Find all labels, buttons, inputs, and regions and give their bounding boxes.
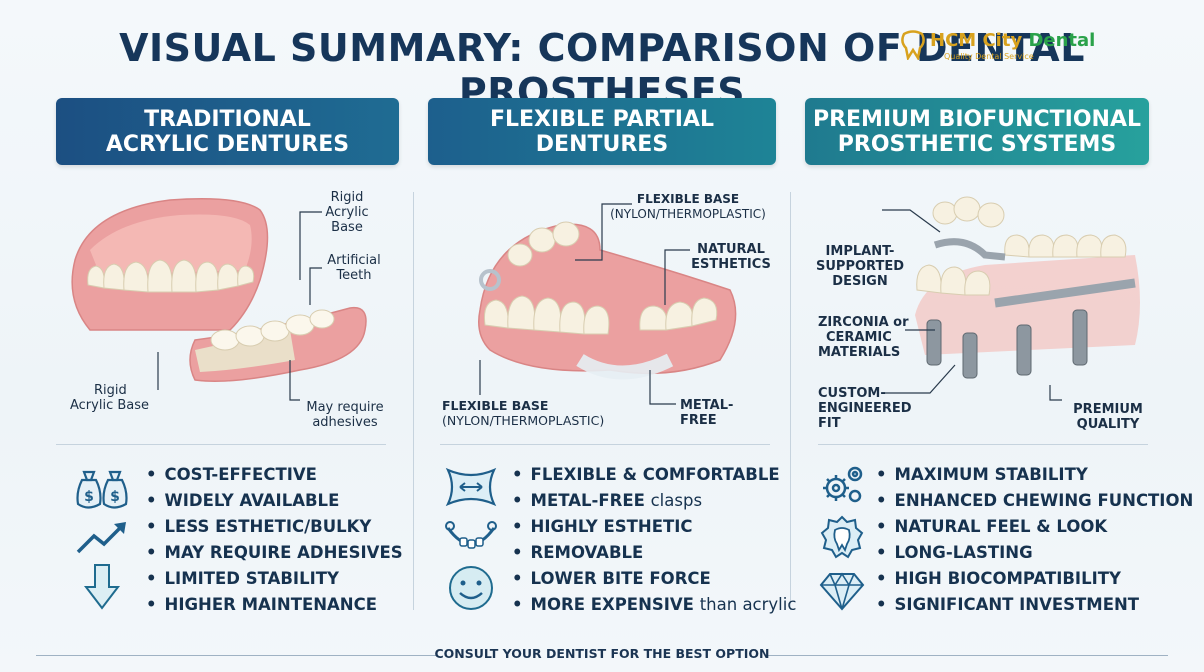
section-divider [56,444,386,445]
svg-text:$: $ [84,489,94,505]
footer-note: CONSULT YOUR DENTIST FOR THE BEST OPTION [434,646,770,661]
column-divider [790,192,791,610]
smile-icon [449,566,493,610]
flexible-partial-illustration [478,221,737,380]
implant-system-illustration [915,196,1140,379]
list-item: METAL-FREE clasps [512,488,796,514]
list-item: REMOVABLE [512,540,796,566]
footer-divider [36,655,438,656]
gear-tooth-icon [820,515,864,559]
list-item: LONG-LASTING [876,540,1193,566]
list-item: ENHANCED CHEWING FUNCTION [876,488,1194,514]
list-item: HIGHLY ESTHETIC [512,514,796,540]
trend-up-icon [76,522,126,554]
flex-material-icon [445,467,497,507]
money-bags-icon: $ $ [76,470,128,509]
partial-denture-icon [445,521,497,549]
list-item: MORE EXPENSIVE than acrylic [512,592,797,618]
list-item: NATURAL FEEL & LOOK [876,514,1193,540]
callout-flexible-base-bottom: FLEXIBLE BASE(NYLON/THERMOPLASTIC) [442,398,605,428]
arrow-down-icon [83,564,121,610]
svg-text:$: $ [110,489,120,505]
list-item: MAY REQUIRE ADHESIVES [146,540,403,566]
brand-name: HCM City Dental [930,30,1096,51]
footer-divider [766,655,1168,656]
list-item: MAXIMUM STABILITY [876,462,1193,488]
list-item: LESS ESTHETIC/BULKY [146,514,403,540]
list-item: FLEXIBLE & COMFORTABLE [512,462,796,488]
section-divider [818,444,1148,445]
page-title: VISUAL SUMMARY: COMPARISON OF DENTAL PRO… [119,26,1085,114]
callout-metal-free: METAL-FREE [680,398,734,428]
traditional-features-list: COST-EFFECTIVE WIDELY AVAILABLE LESS EST… [146,462,403,618]
column-divider [413,192,414,610]
list-item: LIMITED STABILITY [146,566,403,592]
section-divider [440,444,770,445]
list-item: SIGNIFICANT INVESTMENT [876,592,1193,618]
acrylic-denture-illustration [71,198,367,382]
gears-icon [823,466,863,503]
callout-flexible-base-top: FLEXIBLE BASE(NYLON/THERMOPLASTIC) [610,192,766,221]
premium-features-list: MAXIMUM STABILITY ENHANCED CHEWING FUNCT… [876,462,1194,618]
list-item: HIGHER MAINTENANCE [146,592,403,618]
list-item: COST-EFFECTIVE [146,462,403,488]
list-item: WIDELY AVAILABLE [146,488,403,514]
list-item: LOWER BITE FORCE [512,566,796,592]
brand-tagline: Quality Dental Service [944,52,1034,61]
flexible-features-list: FLEXIBLE & COMFORTABLE METAL-FREE clasps… [512,462,797,618]
list-item: HIGH BIOCOMPATIBILITY [876,566,1193,592]
diamond-icon [819,572,865,611]
tooth-logo-icon [901,30,925,60]
brand-watermark: HCM City Dental Quality Dental Service [900,30,1095,66]
